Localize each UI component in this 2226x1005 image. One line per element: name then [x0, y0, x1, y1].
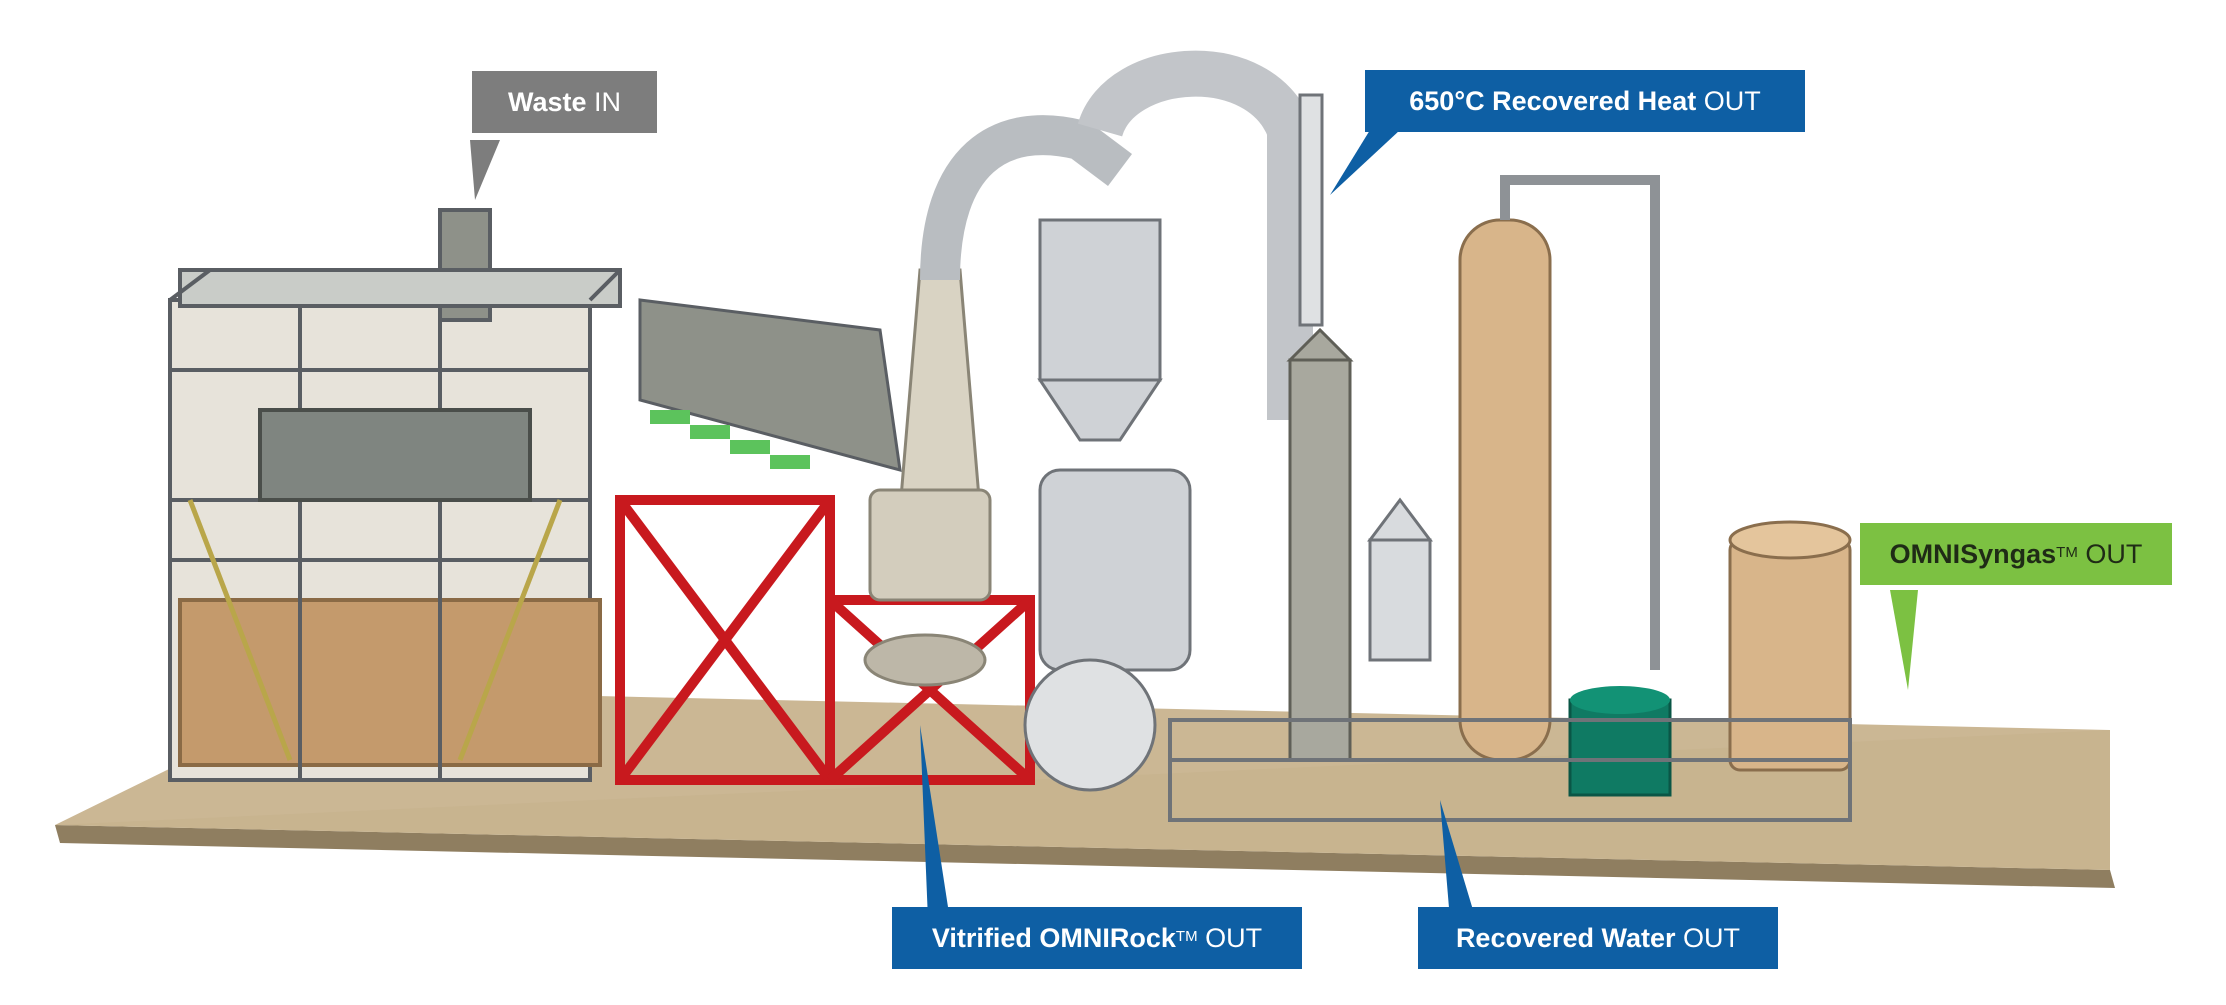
plasma-converter	[863, 115, 1132, 687]
recovered-heat-callout: 650°C Recovered Heat OUT	[1365, 70, 1805, 132]
recovered-water-callout: Recovered Water OUT	[1418, 907, 1778, 969]
dryer-conveyor	[638, 298, 902, 473]
syngas-label: OMNISyngas	[1889, 538, 2057, 569]
waste-direction: IN	[594, 86, 622, 117]
heat-direction: OUT	[1703, 85, 1761, 116]
waste-label: Waste	[507, 86, 587, 117]
water-direction: OUT	[1683, 922, 1741, 953]
syngas-direction: OUT	[2085, 538, 2143, 569]
steel-skid	[1168, 718, 1852, 822]
rock-trademark: TM	[1175, 927, 1198, 945]
water-tank	[1568, 686, 1672, 797]
gas-cleaning-column	[1286, 327, 1354, 762]
waste-in-callout: Waste IN	[472, 71, 657, 133]
rock-label: Vitrified OMNIRock	[931, 922, 1176, 953]
callout-pointers	[470, 130, 1918, 920]
water-label: Recovered Water	[1455, 922, 1676, 953]
heat-label: 650°C Recovered Heat	[1409, 85, 1697, 116]
syngas-tank	[1728, 520, 1852, 772]
feed-structure	[168, 208, 622, 782]
cyclone-cluster	[1023, 50, 1324, 792]
rock-direction: OUT	[1205, 922, 1263, 953]
tan-column	[1458, 175, 1660, 762]
syngas-trademark: TM	[2056, 543, 2078, 561]
